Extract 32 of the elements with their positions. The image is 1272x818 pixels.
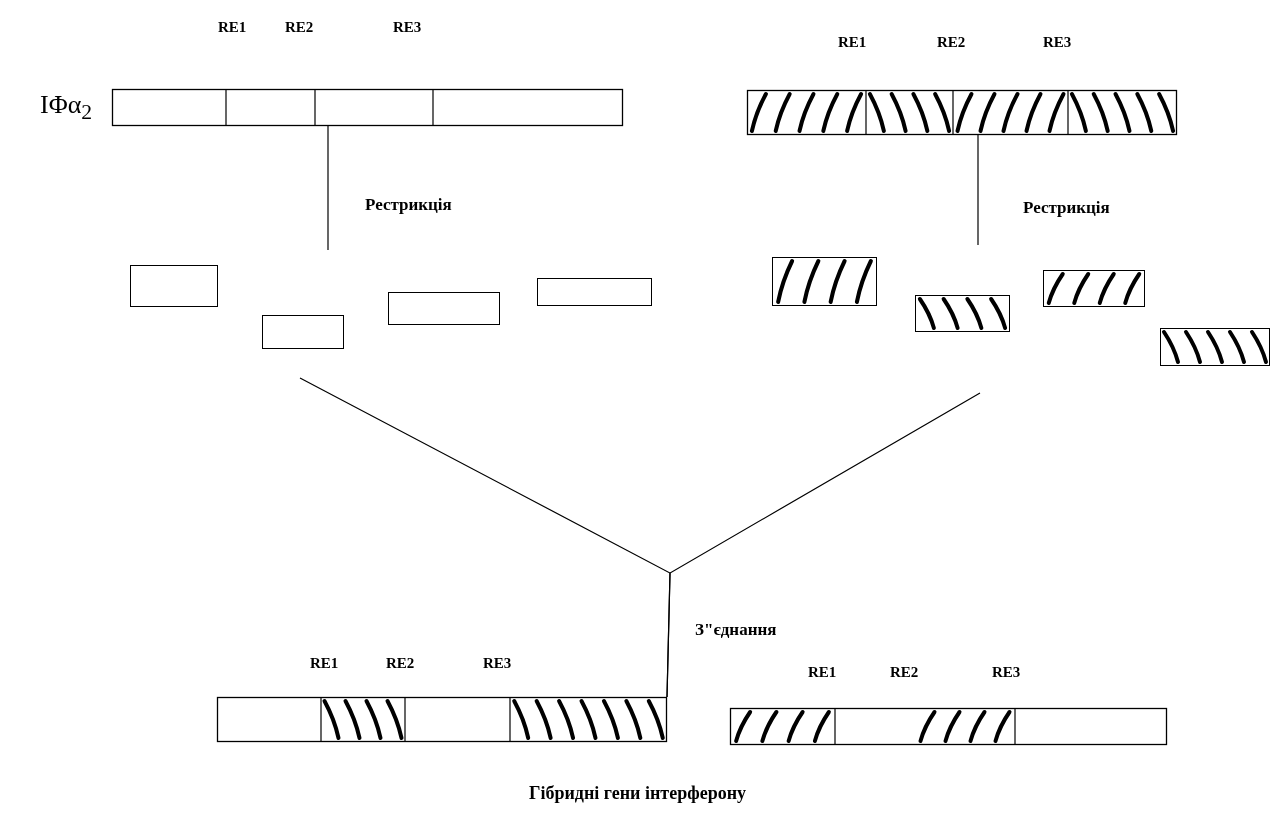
edge-label: Рестрикція <box>365 196 452 215</box>
site-label: RE3 <box>483 656 512 671</box>
gene-fragment <box>262 315 344 349</box>
site-label: RE1 <box>838 35 867 50</box>
edge-label: Рестрикція <box>1023 199 1110 218</box>
caption: Гібридні гени інтерферону <box>529 784 747 804</box>
gene-bar <box>730 708 1167 745</box>
gene-fragment <box>388 292 500 325</box>
gene-fragment <box>1160 328 1270 366</box>
gene-fragment <box>915 295 1010 332</box>
gene-name: IΦα$_{2}$ <box>40 92 93 124</box>
site-label: RE3 <box>393 20 422 35</box>
edge-label: З"єднання <box>695 621 777 640</box>
gene-fragment <box>130 265 218 307</box>
site-label: RE3 <box>1043 35 1072 50</box>
gene-bar <box>217 697 667 742</box>
gene-fragment <box>1043 270 1145 307</box>
gene-fragment <box>537 278 652 306</box>
gene-fragment <box>772 257 877 306</box>
gene-bar <box>747 90 1177 135</box>
gene-bar <box>112 89 623 126</box>
connector-line <box>977 134 979 246</box>
site-label: RE1 <box>218 20 247 35</box>
site-label: RE1 <box>310 656 339 671</box>
connector-line <box>666 392 981 698</box>
site-label: RE2 <box>386 656 415 671</box>
connector-line <box>327 125 329 251</box>
site-label: RE3 <box>992 665 1021 680</box>
site-label: RE2 <box>890 665 919 680</box>
site-label: RE1 <box>808 665 837 680</box>
site-label: RE2 <box>937 35 966 50</box>
site-label: RE2 <box>285 20 314 35</box>
